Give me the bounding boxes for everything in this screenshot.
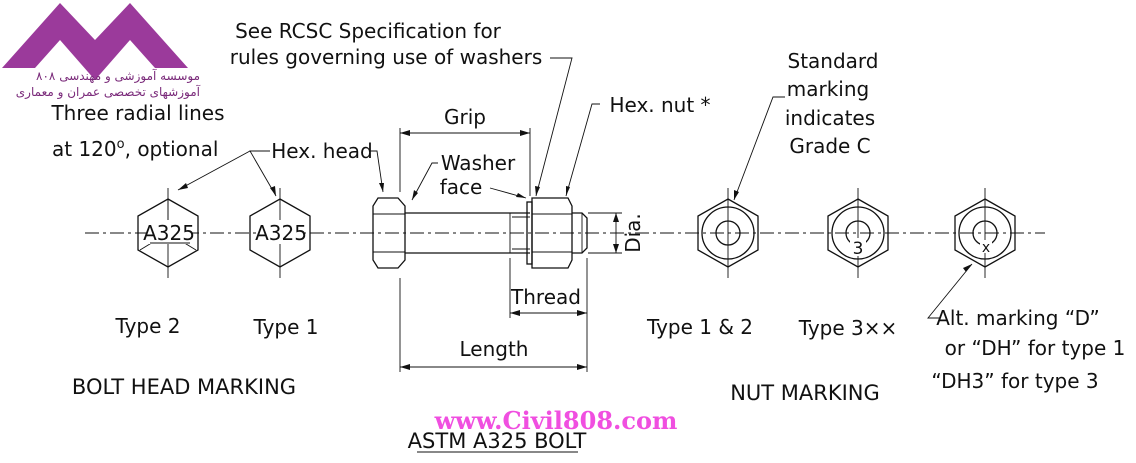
hex-head-label: Hex. head xyxy=(271,139,372,163)
head-marking-text: A325 xyxy=(255,221,307,245)
leader-arrowhead xyxy=(566,186,570,196)
type1and2-label: Type 1 & 2 xyxy=(646,315,753,339)
standard-line2: marking xyxy=(787,77,869,101)
website-watermark: www.Civil808.com xyxy=(434,406,678,435)
bolt-side-view xyxy=(372,197,588,269)
thread-label: Thread xyxy=(510,285,581,309)
institute-logo: موسسه آموزشی و مهندسی ۸۰۸ آموزشهای تخصصی… xyxy=(2,3,201,100)
alt-marking-leader xyxy=(927,263,973,319)
head-marking-text: A325 xyxy=(143,221,195,245)
bolt-head-type2: A325 xyxy=(137,188,199,278)
bolt-head xyxy=(372,197,406,269)
diameter-dimension: Dia. xyxy=(588,212,645,254)
alt-marking-line3: “DH3” for type 3 xyxy=(931,369,1098,393)
dim-arrow xyxy=(510,310,520,316)
dim-arrow xyxy=(577,310,587,316)
dim-arrow xyxy=(400,130,410,136)
standard-line3: indicates xyxy=(785,106,875,130)
radial-lines-line2a: at 120 xyxy=(52,137,117,161)
leader-arrowhead xyxy=(963,264,972,272)
nut-marking-x: x xyxy=(982,240,990,256)
washer-face-label-group: Washer face xyxy=(411,151,527,201)
leader-arrowhead xyxy=(535,186,540,196)
logo-line2: آموزشهای تخصصی عمران و معماری xyxy=(16,84,201,100)
dim-arrow xyxy=(613,213,619,222)
alt-marking-line2: or “DH” for type 1 xyxy=(945,336,1126,360)
dim-arrow xyxy=(577,364,587,370)
dim-arrow xyxy=(400,364,410,370)
label-bg xyxy=(147,220,191,244)
bolt-head-marking-title: BOLT HEAD MARKING xyxy=(72,375,296,399)
standard-line4: Grade C xyxy=(789,134,870,158)
type2-label: Type 2 xyxy=(114,314,180,338)
standard-marking-note: Standard marking indicates Grade C xyxy=(733,49,879,201)
length-label: Length xyxy=(460,337,529,361)
nut-marking-3: 3 xyxy=(853,239,864,259)
logo-mark xyxy=(2,3,188,80)
hex-nut-leader xyxy=(565,103,600,197)
nut-type3: 3 xyxy=(827,188,889,278)
hex-nut-label-group: Hex. nut * xyxy=(565,93,711,197)
bolt-end xyxy=(572,212,588,254)
radial-lines-leader xyxy=(177,150,251,191)
leader-arrowhead xyxy=(379,183,384,192)
leader-arrowhead xyxy=(412,190,418,200)
leader-arrowhead xyxy=(516,193,526,198)
nut xyxy=(531,197,573,269)
label-bg xyxy=(259,220,303,244)
logo-line1: موسسه آموزشی و مهندسی ۸۰۸ xyxy=(36,68,200,84)
washer-label-line2: face xyxy=(440,175,483,199)
standard-line1: Standard xyxy=(788,49,879,73)
rcsc-leader xyxy=(535,57,573,197)
radial-lines-degree: o xyxy=(117,137,125,152)
bolt-head-type1: A325 xyxy=(249,188,311,278)
dim-arrow xyxy=(520,130,530,136)
nut-type1and2 xyxy=(697,188,759,278)
label-bg xyxy=(850,238,866,256)
rcsc-line2: rules governing use of washers xyxy=(230,45,543,69)
leader-arrowhead xyxy=(734,190,739,200)
rcsc-line1: See RCSC Specification for xyxy=(235,19,502,43)
leader-arrowhead xyxy=(270,186,276,196)
length-dimension: Length xyxy=(399,278,587,372)
label-bg xyxy=(980,240,992,253)
nut-alt-marking: x xyxy=(927,188,1016,319)
radial-lines-line1: Three radial lines xyxy=(50,101,224,125)
hex-nut-label: Hex. nut * xyxy=(609,93,710,117)
type1-label: Type 1 xyxy=(252,315,318,339)
washer-label-line1: Washer xyxy=(441,151,516,175)
type3-label: Type 3×× xyxy=(798,316,898,340)
hex-head-label-group: Hex. head xyxy=(271,139,384,193)
hex-head-leader-type1 xyxy=(249,150,277,197)
alt-marking-line1: Alt. marking “D” xyxy=(936,306,1100,330)
radial-lines-line2: at 120o, optional xyxy=(52,137,218,161)
grip-label: Grip xyxy=(444,105,486,129)
nut-marking-title: NUT MARKING xyxy=(730,381,880,405)
washer-face-leader xyxy=(411,162,438,201)
hex-head-leader xyxy=(370,150,384,193)
rcsc-note: See RCSC Specification for rules governi… xyxy=(230,19,573,197)
dia-label: Dia. xyxy=(621,213,645,253)
leader-arrowhead xyxy=(178,183,188,190)
standard-leader xyxy=(733,96,785,201)
grip-dimension: Grip xyxy=(399,105,531,196)
astm-bolt-title: ASTM A325 BOLT xyxy=(408,429,587,453)
thread-dimension: Thread xyxy=(509,258,588,372)
radial-lines-line2b: , optional xyxy=(125,137,219,161)
dim-arrow xyxy=(613,244,619,253)
